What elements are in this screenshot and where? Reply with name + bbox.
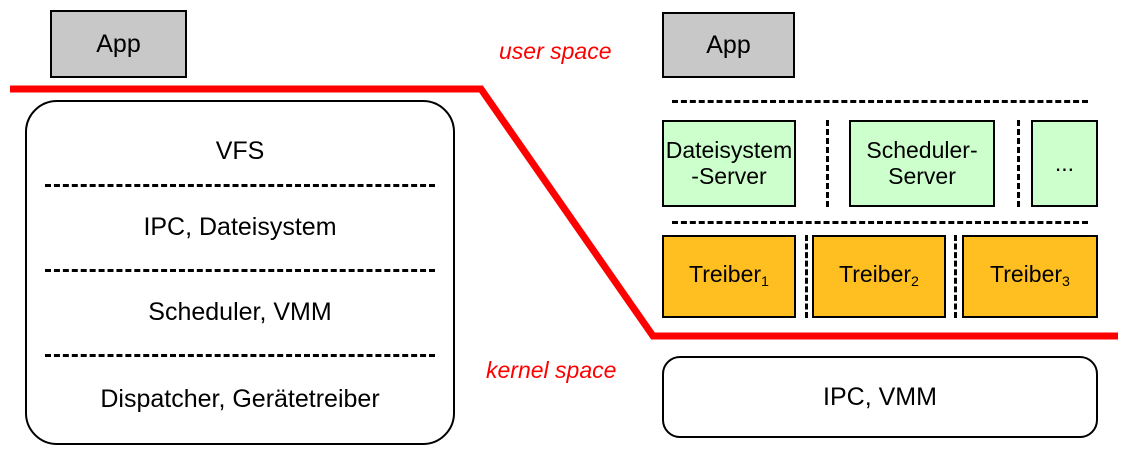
driver-index-2: 2 <box>911 274 919 290</box>
label-kernel-space: kernel space <box>486 357 617 383</box>
server-label-dateisystem: Dateisystem -Server <box>665 136 793 190</box>
driver-label-1: Treiber1 <box>689 261 769 291</box>
driver-label-2: Treiber2 <box>839 261 919 291</box>
driver-name-2: Treiber <box>839 261 912 288</box>
server-label-line1: Dateisystem <box>665 136 793 163</box>
server-box-scheduler: Scheduler- Server <box>849 120 995 207</box>
driver-index-3: 3 <box>1062 274 1070 290</box>
driver-label-3: Treiber3 <box>990 261 1070 291</box>
driver-box-3: Treiber3 <box>962 235 1098 318</box>
server-label-line1: Scheduler- <box>866 136 978 163</box>
label-user-space: user space <box>499 38 612 64</box>
driver-name-1: Treiber <box>689 261 762 288</box>
driver-index-1: 1 <box>761 274 769 290</box>
server-separator-1 <box>826 120 829 207</box>
microkernel-dashed-line-top <box>672 100 1088 103</box>
driver-box-2: Treiber2 <box>812 235 946 318</box>
app-box-microkernel: App <box>662 12 795 78</box>
microkernel-dashed-line-middle <box>672 221 1088 224</box>
server-separator-2 <box>1017 120 1020 207</box>
server-label-line2: Server <box>888 162 956 189</box>
server-box-more: ... <box>1031 120 1098 207</box>
app-box-monolithic: App <box>50 10 187 78</box>
server-box-dateisystem: Dateisystem -Server <box>662 120 796 207</box>
server-label-scheduler: Scheduler- Server <box>866 136 978 190</box>
monolithic-layer-scheduler-vmm: Scheduler, VMM <box>148 297 332 326</box>
driver-separator-2 <box>954 235 957 318</box>
monolithic-layer-dispatcher-geraetetreiber: Dispatcher, Gerätetreiber <box>100 384 380 413</box>
driver-box-1: Treiber1 <box>662 235 796 318</box>
monolithic-layer-ipc-dateisystem: IPC, Dateisystem <box>143 212 337 241</box>
monolithic-kernel-box: VFS IPC, Dateisystem Scheduler, VMM Disp… <box>25 100 455 445</box>
server-label-line2: -Server <box>691 162 767 189</box>
monolithic-layer-vfs: VFS <box>215 136 265 165</box>
driver-name-3: Treiber <box>990 261 1063 288</box>
monolithic-divider-3 <box>45 354 435 357</box>
microkernel-base-box: IPC, VMM <box>662 356 1098 438</box>
driver-separator-1 <box>805 235 808 318</box>
server-label-more: ... <box>1054 149 1075 176</box>
